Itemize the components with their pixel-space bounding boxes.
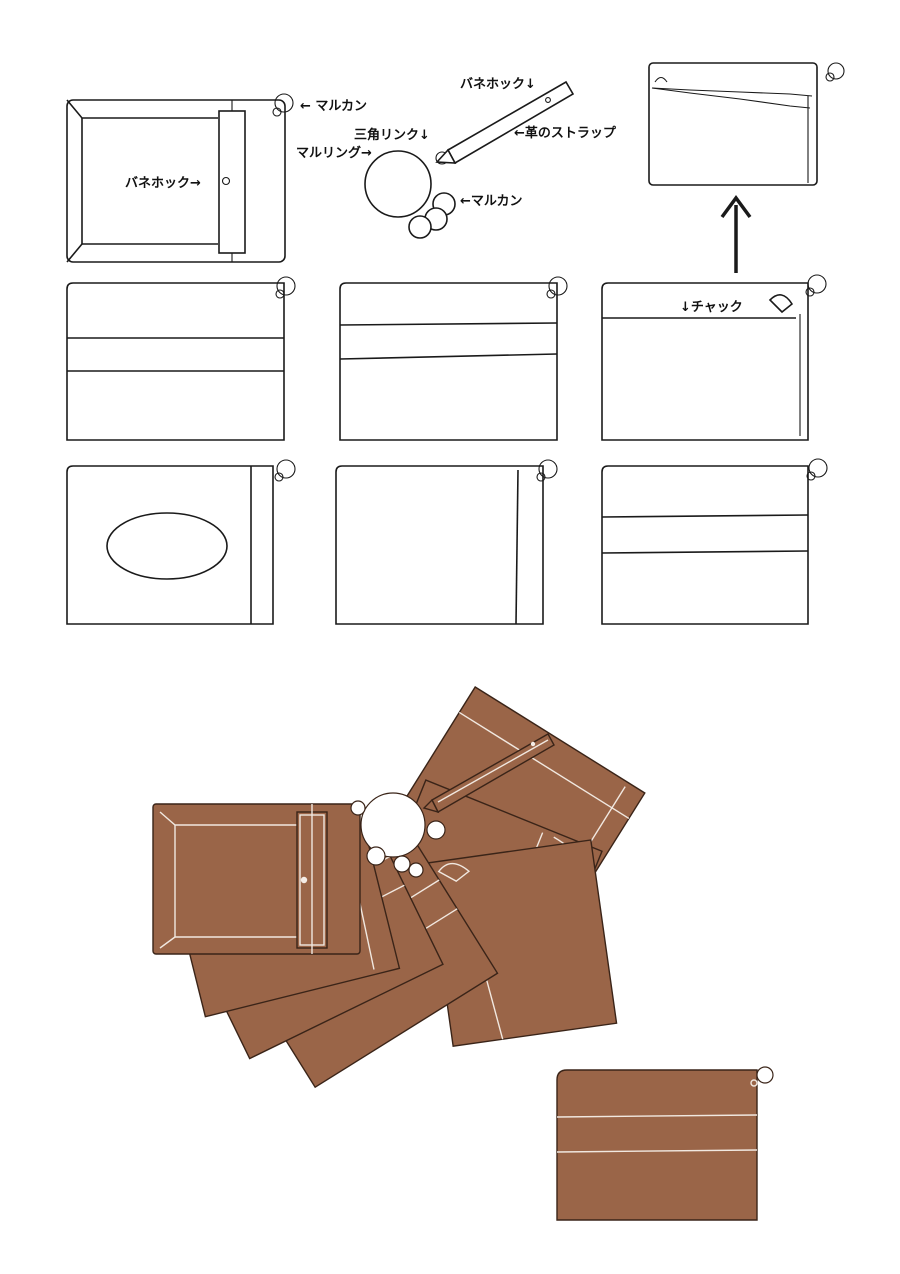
label-marukan-top: ← マルカン	[300, 99, 367, 114]
label-hook-card: バネホック→	[125, 176, 201, 191]
ring-assembly-sketch	[364, 80, 575, 239]
zipper-pouch-sketch	[601, 274, 827, 441]
leather-ring-assembly	[350, 733, 555, 878]
label-maru-ring: マルリング→	[296, 145, 372, 161]
label-triangle-link: 三角リンク↓	[354, 127, 430, 143]
zipper-pouch-open-sketch	[648, 62, 845, 186]
label-leather-strap: ←革のストラップ	[514, 125, 617, 141]
leather-card-two-slots	[556, 1066, 774, 1221]
label-zipper: ↓チャック	[680, 300, 743, 315]
leather-card-side-pocket	[426, 839, 618, 1047]
card-oval-window-sketch	[66, 459, 296, 625]
card-slanted-pockets-sketch	[339, 276, 568, 441]
label-hook-strap: バネホック↓	[460, 77, 536, 92]
card-snap-hook-sketch	[66, 93, 294, 263]
card-two-slots-sketch	[601, 458, 828, 625]
card-side-pocket-sketch	[335, 459, 558, 625]
leather-card-snap-hook	[152, 803, 361, 955]
card-two-pockets-sketch	[66, 276, 296, 441]
label-marukan-ring: ←マルカン	[460, 194, 523, 209]
up-arrow	[720, 195, 752, 273]
